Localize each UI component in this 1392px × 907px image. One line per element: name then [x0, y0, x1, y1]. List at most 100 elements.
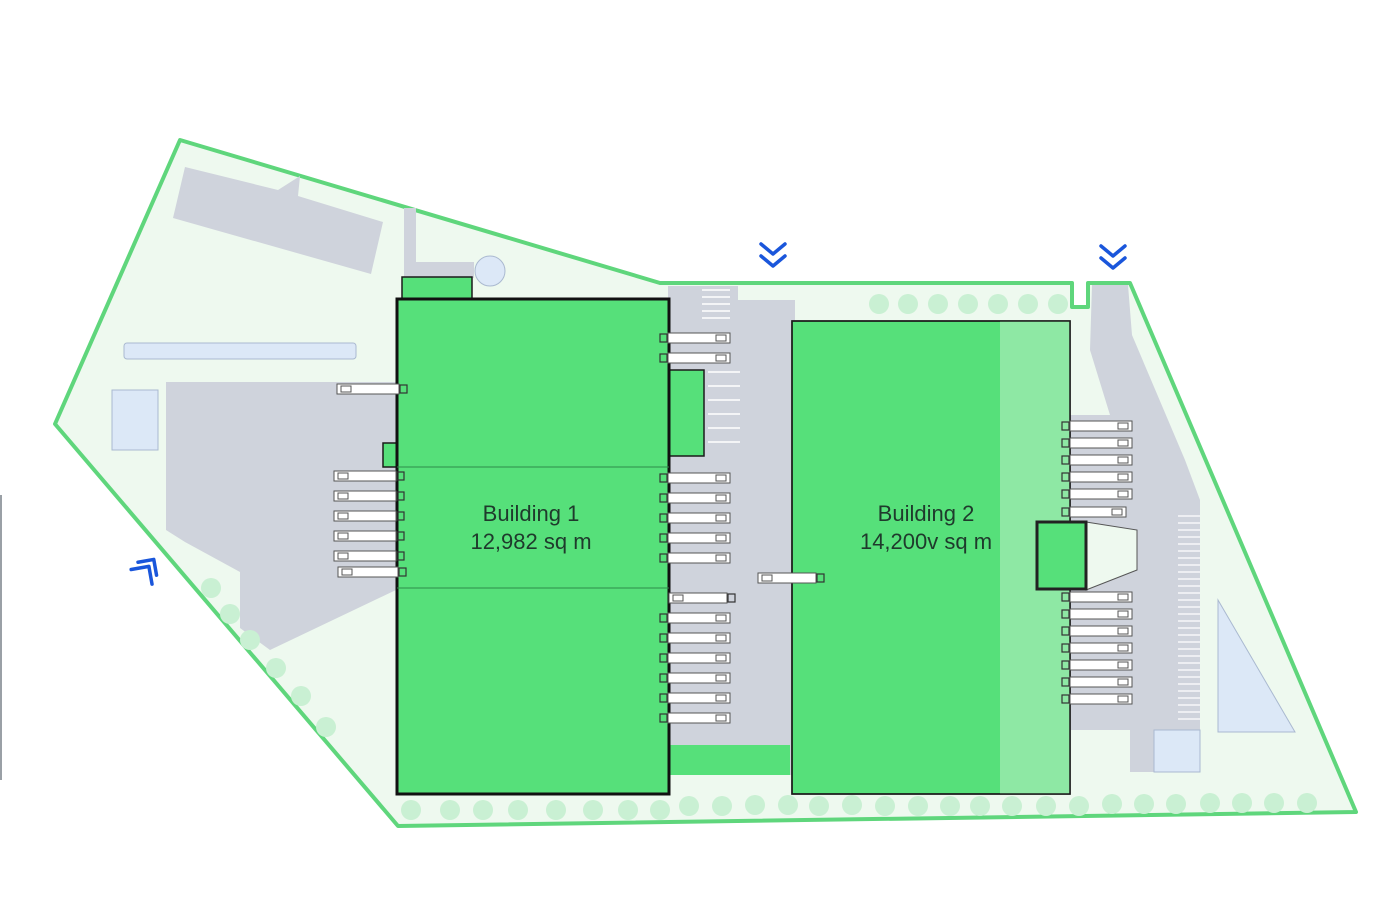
tree-icon: [778, 795, 798, 815]
tree-icon: [220, 604, 240, 624]
truck-icon: [659, 492, 731, 504]
truck-icon: [659, 612, 731, 624]
truck-icon: [333, 490, 405, 502]
tree-icon: [316, 717, 336, 737]
water-features: [111, 255, 1296, 773]
truck-icon: [659, 472, 731, 484]
tree-icon: [1069, 796, 1089, 816]
truck-icon: [659, 712, 731, 724]
tree-icon: [440, 800, 460, 820]
truck-icon: [659, 672, 731, 684]
truck-icon: [1061, 659, 1133, 671]
truck-icon: [1061, 591, 1133, 603]
tree-icon: [940, 796, 960, 816]
tree-icon: [473, 800, 493, 820]
tree-icon: [869, 294, 889, 314]
truck-icon: [1061, 454, 1133, 466]
tree-icon: [240, 630, 260, 650]
yard-left: [166, 382, 396, 650]
truck-icon: [1061, 693, 1133, 705]
tree-icon: [1200, 793, 1220, 813]
building-2-annex: [1035, 520, 1088, 591]
tree-icon: [546, 800, 566, 820]
tree-icon: [842, 795, 862, 815]
tree-icon: [679, 796, 699, 816]
chevron-up-right-double-icon: [129, 557, 159, 586]
truck-icon: [333, 550, 405, 562]
truck-icon: [1061, 625, 1133, 637]
tree-icon: [745, 795, 765, 815]
truck-icon: [659, 512, 731, 524]
tree-icon: [583, 800, 603, 820]
tree-icon: [809, 796, 829, 816]
tree-icon: [712, 796, 732, 816]
tree-icon: [1232, 793, 1252, 813]
tree-icon: [618, 800, 638, 820]
trucks: [333, 332, 1133, 724]
tree-icon: [1102, 794, 1122, 814]
tree-icon: [1036, 796, 1056, 816]
tree-icon: [1264, 793, 1284, 813]
tree-icon: [1018, 294, 1038, 314]
truck-icon: [659, 532, 731, 544]
tree-icon: [291, 686, 311, 706]
tree-icon: [1297, 793, 1317, 813]
truck-icon: [333, 510, 405, 522]
truck-icon: [1061, 437, 1133, 449]
tree-icon: [898, 294, 918, 314]
long-basin: [123, 342, 357, 360]
tree-icon: [928, 294, 948, 314]
building-1-area: 12,982 sq m: [470, 529, 591, 554]
tree-icon: [875, 796, 895, 816]
truck-icon: [659, 332, 731, 344]
tree-icon: [650, 800, 670, 820]
truck-icon: [1061, 420, 1133, 432]
right-basin: [1153, 729, 1201, 773]
building-2[interactable]: Building 2 14,200v sq m: [791, 320, 1138, 795]
road-left-stub: [404, 208, 474, 278]
truck-icon: [1061, 608, 1133, 620]
triangle-basin: [1217, 598, 1296, 733]
chevron-down-double-icon: [1099, 244, 1127, 270]
tree-icon: [508, 800, 528, 820]
truck-icon: [1061, 506, 1127, 518]
truck-icon: [659, 652, 731, 664]
truck-icon: [1061, 676, 1133, 688]
truck-icon: [668, 592, 736, 604]
truck-icon: [1061, 471, 1133, 483]
tree-icon: [988, 294, 1008, 314]
tree-icon: [1002, 796, 1022, 816]
truck-icon: [333, 530, 405, 542]
entrance-arrow-top-right[interactable]: [1099, 244, 1127, 270]
truck-icon: [659, 552, 731, 564]
truck-icon: [1061, 488, 1133, 500]
entrance-arrow-top-middle[interactable]: [759, 242, 787, 268]
tree-icon: [201, 578, 221, 598]
small-basin: [111, 389, 159, 451]
tree-icon: [1134, 794, 1154, 814]
left-edge-marker: [0, 495, 2, 780]
truck-icon: [1061, 642, 1133, 654]
truck-icon: [659, 632, 731, 644]
tree-icon: [1048, 294, 1068, 314]
truck-icon: [333, 470, 405, 482]
building-1-name: Building 1: [483, 501, 580, 526]
tree-icon: [266, 658, 286, 678]
building-2-area: 14,200v sq m: [860, 529, 992, 554]
parking-lines: [702, 289, 1200, 720]
truck-icon: [659, 692, 731, 704]
building-2-name: Building 2: [878, 501, 975, 526]
tree-icon: [958, 294, 978, 314]
trees: [201, 294, 1317, 820]
round-tank: [474, 255, 506, 287]
tree-icon: [1166, 794, 1186, 814]
entrance-arrow-left[interactable]: [129, 557, 159, 587]
building-1[interactable]: Building 1 12,982 sq m: [382, 276, 790, 796]
tree-icon: [401, 800, 421, 820]
truck-icon: [337, 566, 407, 578]
building-1-footprint: [395, 297, 671, 796]
truck-icon: [336, 383, 408, 395]
tree-icon: [970, 796, 990, 816]
chevron-down-double-icon: [759, 242, 787, 268]
